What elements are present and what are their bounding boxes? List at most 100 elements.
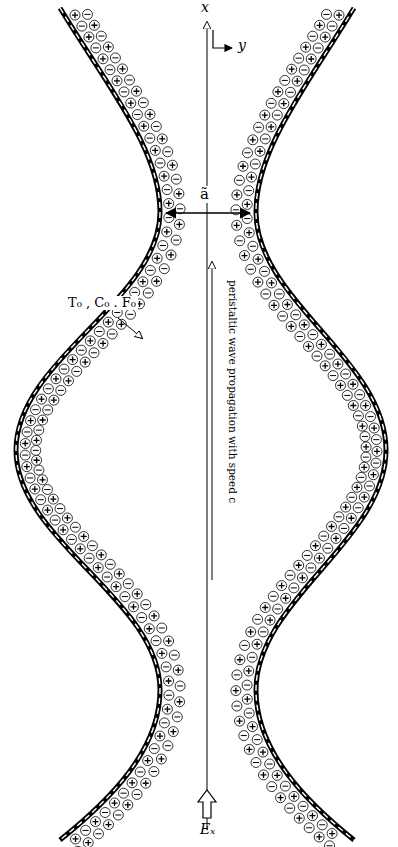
minus-sign: [36, 430, 42, 431]
minus-sign: [287, 808, 293, 809]
plus-sign: [303, 44, 309, 50]
minus-sign: [52, 520, 58, 521]
minus-sign: [89, 545, 95, 546]
anion-symbol: [43, 384, 53, 394]
minus-sign: [165, 151, 171, 152]
minus-sign: [24, 431, 30, 432]
anion-symbol: [105, 559, 115, 569]
plus-sign: [260, 749, 266, 755]
cation-symbol: [314, 553, 324, 563]
anion-symbol: [94, 829, 104, 839]
anion-symbol: [163, 741, 173, 751]
minus-sign: [324, 14, 330, 15]
plus-sign: [322, 34, 328, 40]
cation-symbol: [348, 379, 358, 389]
plus-sign: [34, 437, 40, 443]
minus-sign: [336, 516, 342, 517]
minus-sign: [95, 833, 101, 834]
plus-sign: [299, 575, 305, 581]
minus-sign: [325, 548, 331, 549]
anion-symbol: [266, 98, 276, 108]
cation-symbol: [157, 648, 167, 658]
plus-sign: [130, 604, 136, 610]
plus-sign: [60, 527, 66, 533]
cation-symbol: [103, 42, 113, 52]
cation-symbol: [164, 676, 174, 686]
cation-symbol: [164, 636, 174, 646]
right-wall: [256, 8, 386, 840]
anion-symbol: [72, 366, 82, 376]
plus-sign: [70, 357, 76, 363]
cation-symbol: [26, 416, 36, 426]
cation-symbol: [43, 505, 53, 515]
cation-symbol: [336, 380, 346, 390]
anion-symbol: [247, 652, 257, 662]
minus-sign: [134, 114, 140, 115]
anion-symbol: [145, 265, 155, 275]
minus-sign: [330, 375, 336, 376]
cation-symbol: [98, 339, 108, 349]
anion-symbol: [353, 503, 363, 513]
cation-symbol: [159, 171, 169, 181]
cation-symbol: [30, 484, 40, 494]
cation-symbol: [294, 813, 304, 823]
anion-symbol: [143, 288, 153, 298]
plus-sign: [53, 376, 59, 382]
cation-symbol: [327, 522, 337, 532]
cation-symbol: [162, 227, 172, 237]
anion-symbol: [289, 583, 299, 593]
cation-symbol: [242, 199, 252, 209]
anion-symbol: [36, 495, 46, 505]
axis-label: x: [201, 0, 209, 15]
cation-symbol: [141, 778, 151, 788]
minus-sign: [244, 218, 250, 219]
plus-sign: [250, 137, 256, 143]
plus-sign: [141, 123, 147, 129]
anion-symbol: [246, 264, 256, 274]
minus-sign: [297, 336, 303, 337]
cation-symbol: [352, 482, 362, 492]
minus-sign: [255, 619, 261, 620]
anion-symbol: [119, 788, 129, 798]
cation-symbol: [301, 42, 311, 52]
anion-symbol: [355, 390, 365, 400]
cation-symbol: [320, 361, 330, 371]
cation-symbol: [346, 513, 356, 523]
plus-sign: [374, 448, 380, 454]
plus-sign: [154, 255, 160, 261]
minus-sign: [343, 374, 349, 375]
minus-sign: [157, 163, 163, 164]
wave-arrow: [212, 262, 213, 580]
cation-symbol: [232, 220, 242, 230]
plus-sign: [169, 162, 175, 168]
plus-sign: [64, 515, 70, 521]
anion-symbol: [107, 329, 117, 339]
minus-sign: [242, 645, 248, 646]
anion-symbol: [31, 445, 41, 455]
minus-sign: [127, 79, 133, 80]
minus-sign: [326, 845, 332, 846]
anion-symbol: [268, 591, 278, 601]
cation-symbol: [273, 87, 283, 97]
cation-symbol: [93, 563, 103, 573]
anion-symbol: [342, 390, 352, 400]
minus-sign: [252, 163, 258, 164]
plus-sign: [51, 397, 57, 403]
plus-sign: [246, 746, 252, 752]
plus-sign: [363, 403, 369, 409]
cation-symbol: [132, 86, 142, 96]
cation-symbol: [139, 121, 149, 131]
plus-sign: [329, 831, 335, 837]
minus-sign: [69, 539, 75, 540]
cation-symbol: [58, 525, 68, 535]
plus-sign: [244, 696, 250, 702]
anion-symbol: [162, 185, 172, 195]
cation-symbol: [20, 439, 30, 449]
cation-symbol: [320, 32, 330, 42]
cation-symbol: [272, 770, 282, 780]
cation-symbol: [282, 300, 292, 310]
anion-symbol: [278, 311, 288, 321]
minus-sign: [58, 390, 64, 391]
anion-symbol: [253, 614, 263, 624]
anion-symbol: [244, 708, 254, 718]
